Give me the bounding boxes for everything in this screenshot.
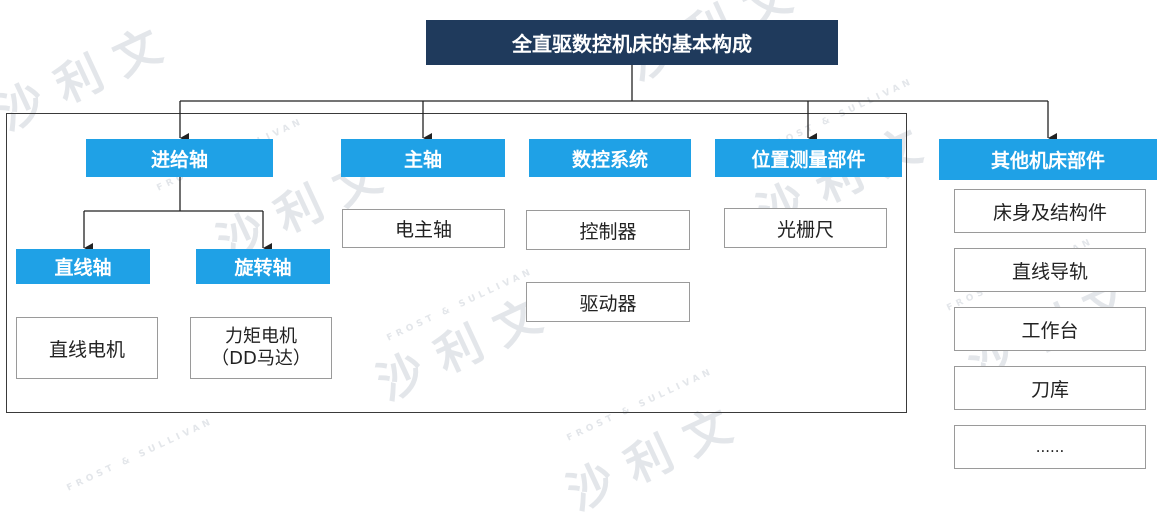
leaf-driver: 驱动器	[526, 282, 690, 322]
leaf-label: 电主轴	[394, 219, 452, 241]
leaf-linear-guide: 直线导轨	[954, 248, 1146, 292]
leaf-label: 光栅尺	[776, 218, 834, 241]
subcategory-linear-axis: 直线轴	[16, 249, 150, 284]
connector-lines	[83, 65, 1057, 253]
leaf-label: 控制器	[579, 220, 637, 243]
leaf-label: ......	[1035, 438, 1065, 456]
leaf-label: 力矩电机	[225, 325, 297, 347]
category-position-measure: 位置测量部件	[715, 139, 902, 177]
category-other-parts: 其他机床部件	[939, 139, 1157, 180]
leaf-tool-magazine: 刀库	[954, 366, 1146, 410]
leaf-torque-motor: 力矩电机 （DD马达）	[190, 317, 332, 379]
leaf-bed-structure: 床身及结构件	[954, 189, 1146, 233]
leaf-controller: 控制器	[526, 210, 690, 250]
leaf-linear-motor: 直线电机	[16, 317, 158, 379]
leaf-electric-spindle: 电主轴	[342, 209, 505, 248]
core-components-frame	[6, 113, 907, 413]
diagram-title: 全直驱数控机床的基本构成	[426, 20, 838, 65]
leaf-label: 驱动器	[579, 292, 637, 315]
leaf-label: 直线电机	[48, 338, 125, 361]
leaf-label-sub: （DD马达）	[211, 348, 311, 369]
leaf-ellipsis: ......	[954, 425, 1146, 469]
leaf-worktable: 工作台	[954, 307, 1146, 351]
leaf-grating-scale: 光栅尺	[724, 208, 887, 248]
leaf-label: 直线导轨	[1011, 260, 1088, 283]
leaf-label: 刀库	[1030, 378, 1069, 401]
leaf-label: 床身及结构件	[992, 201, 1107, 224]
category-cnc-system: 数控系统	[529, 139, 691, 177]
category-feed-axis: 进给轴	[86, 139, 273, 177]
leaf-label: 工作台	[1021, 319, 1079, 342]
category-spindle: 主轴	[341, 139, 505, 177]
subcategory-rotary-axis: 旋转轴	[196, 249, 330, 284]
